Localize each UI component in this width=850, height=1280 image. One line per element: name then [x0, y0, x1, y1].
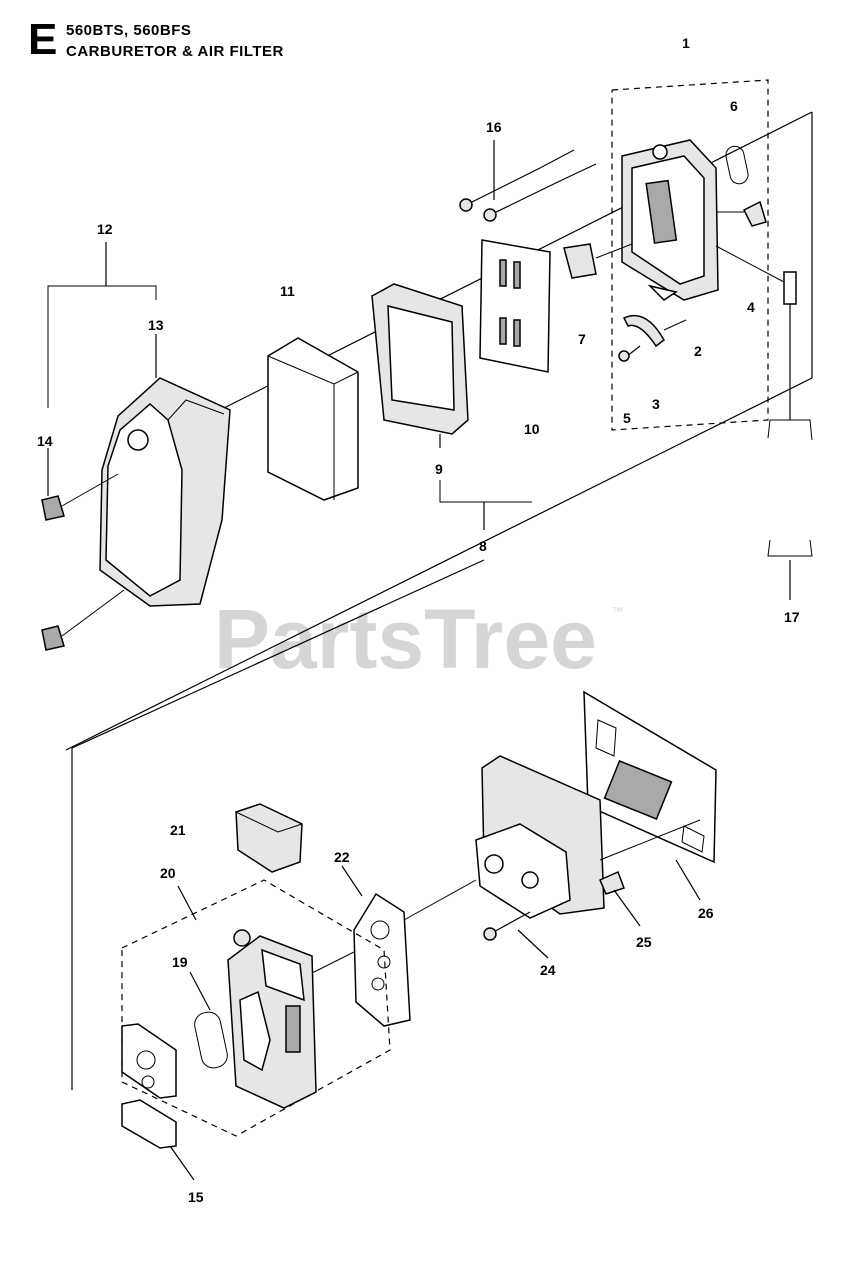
leader	[595, 243, 633, 259]
leader	[517, 929, 549, 959]
screw-5	[618, 345, 641, 362]
callout-15: 15	[188, 1189, 204, 1205]
section-letter: E	[28, 15, 58, 64]
bracket-17-bottom	[767, 539, 813, 557]
bracket-7	[563, 243, 597, 279]
leader	[663, 319, 687, 331]
kit-1-boundary	[611, 79, 769, 431]
knob-14-upper	[41, 473, 119, 521]
callout-17: 17	[784, 609, 800, 625]
callout-12: 12	[97, 221, 113, 237]
leader	[613, 889, 641, 927]
filter-frame-9	[371, 283, 469, 435]
leader	[403, 879, 477, 921]
callout-1: 1	[682, 35, 690, 51]
callout-4: 4	[747, 299, 755, 315]
leader	[169, 1145, 195, 1181]
callout-9: 9	[435, 461, 443, 477]
leader	[715, 245, 785, 283]
callout-11: 11	[280, 283, 295, 299]
callout-24: 24	[540, 962, 556, 978]
carburetor-body	[227, 929, 317, 1109]
filter-element-11	[267, 337, 359, 501]
callout-labels: 1 2 3 4 5 6 7 8 9 10 11 12 13 14 15 16 1…	[37, 35, 800, 1205]
kit-20-boundary	[121, 879, 391, 1137]
leader	[675, 859, 701, 901]
intake-spacer	[475, 755, 605, 919]
callout-16: 16	[486, 119, 502, 135]
callout-19: 19	[172, 954, 188, 970]
callout-22: 22	[334, 849, 350, 865]
callout-2: 2	[694, 343, 702, 359]
model-numbers: 560BTS, 560BFS	[66, 22, 192, 39]
watermark-text: PartsTree	[214, 592, 597, 686]
bracket-17-top	[767, 419, 813, 441]
frame-line	[65, 377, 813, 751]
leader	[189, 971, 211, 1011]
frame-line	[71, 559, 485, 749]
leader	[309, 951, 355, 975]
callout-6: 6	[730, 98, 738, 114]
knob-14-lower	[41, 589, 125, 651]
bolt-24	[483, 911, 531, 941]
clip-25	[599, 870, 625, 895]
gasket-22	[353, 892, 411, 1027]
group-bracket-12	[47, 285, 157, 408]
callout-5: 5	[623, 410, 631, 426]
callout-20: 20	[160, 865, 176, 881]
diagram-title: CARBURETOR & AIR FILTER	[66, 43, 284, 60]
bolts-16	[459, 149, 597, 222]
clip-part	[742, 200, 767, 227]
leader	[341, 865, 363, 897]
callout-8: 8	[479, 538, 487, 554]
callout-26: 26	[698, 905, 714, 921]
callout-25: 25	[636, 934, 652, 950]
clamp-3	[622, 314, 665, 348]
o-ring-6	[725, 145, 749, 185]
callout-10: 10	[524, 421, 540, 437]
watermark-trademark: ™	[612, 606, 623, 618]
air-filter-base	[621, 139, 719, 301]
callout-7: 7	[578, 331, 586, 347]
clip-4	[783, 271, 797, 305]
gasket-26	[583, 690, 717, 864]
air-filter-cover-13	[99, 377, 231, 607]
leader	[599, 819, 701, 861]
callout-13: 13	[148, 317, 164, 333]
leader	[177, 885, 197, 921]
cover-21	[235, 803, 303, 873]
gasket-19	[194, 1011, 228, 1069]
callout-21: 21	[170, 822, 186, 838]
callout-14: 14	[37, 433, 53, 449]
filter-screen-10	[479, 239, 551, 373]
callout-3: 3	[652, 396, 660, 412]
group-bracket-8	[439, 480, 532, 503]
plate-15	[121, 1023, 177, 1149]
